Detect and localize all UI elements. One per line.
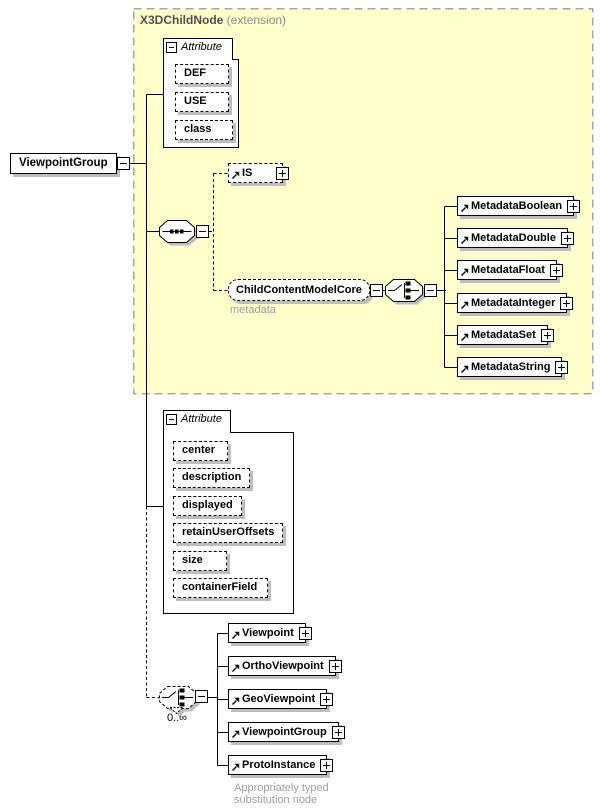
- expand-icon[interactable]: [560, 231, 574, 245]
- expand-icon[interactable]: [320, 692, 334, 706]
- reference-arrow-icon: [461, 365, 469, 373]
- reference-arrow-icon: [232, 763, 240, 771]
- expand-icon[interactable]: [555, 360, 569, 374]
- attribute-group-top-header: Attribute: [181, 41, 222, 53]
- element-label: MetadataDouble: [471, 232, 556, 244]
- attribute-item-description[interactable]: description: [173, 468, 251, 488]
- attribute-item-retainuseroffsets[interactable]: retainUserOffsets: [173, 523, 284, 543]
- element-label: ChildContentModelCore: [236, 284, 362, 296]
- element-label: MetadataInteger: [471, 297, 556, 309]
- element-label: ViewpointGroup: [242, 726, 327, 738]
- attribute-item-size[interactable]: size: [173, 551, 227, 571]
- expand-icon[interactable]: [328, 659, 342, 673]
- expand-icon[interactable]: [560, 296, 574, 310]
- attribute-item-def[interactable]: DEF: [175, 64, 229, 84]
- reference-arrow-icon: [461, 333, 469, 341]
- expand-icon[interactable]: [540, 328, 554, 342]
- choice-icon: [162, 688, 193, 707]
- element-metadatafloat[interactable]: MetadataFloat: [457, 260, 563, 280]
- expand-icon[interactable]: [320, 758, 334, 772]
- root-element-label: ViewpointGroup: [19, 157, 108, 169]
- collapse-icon[interactable]: [424, 284, 437, 297]
- element-label: GeoViewpoint: [242, 693, 316, 705]
- extension-kind: (extension): [226, 13, 287, 27]
- reference-arrow-icon: [461, 204, 469, 212]
- element-label: MetadataFloat: [471, 264, 545, 276]
- attribute-item-displayed[interactable]: displayed: [173, 496, 242, 516]
- reference-arrow-icon: [232, 664, 240, 672]
- reference-arrow-icon: [461, 301, 469, 309]
- reference-arrow-icon: [232, 631, 240, 639]
- sequence-icon: [162, 229, 192, 234]
- element-childcontentmodelcore[interactable]: ChildContentModelCore: [228, 279, 383, 301]
- substitution-note-line2: substitution node: [234, 794, 318, 806]
- collapse-icon[interactable]: [166, 414, 177, 425]
- extension-name: X3DChildNode: [140, 13, 224, 27]
- expand-icon[interactable]: [331, 725, 345, 739]
- choice-icon: [388, 281, 419, 300]
- root-element-viewpointgroup[interactable]: ViewpointGroup: [10, 153, 130, 174]
- collapse-icon[interactable]: [195, 690, 208, 703]
- element-metadataset[interactable]: MetadataSet: [457, 325, 554, 345]
- occurrence-label: 0..∞: [166, 712, 188, 724]
- repeat-chevron: [168, 707, 185, 715]
- expand-icon[interactable]: [549, 263, 563, 277]
- element-label: IS: [242, 167, 253, 179]
- collapse-icon[interactable]: [166, 42, 177, 53]
- element-label: OrthoViewpoint: [242, 660, 324, 672]
- element-viewpointgroup[interactable]: ViewpointGroup: [228, 722, 345, 742]
- element-metadatastring[interactable]: MetadataString: [457, 357, 569, 377]
- element-protoinstance[interactable]: ProtoInstance: [228, 755, 334, 775]
- reference-arrow-icon: [461, 236, 469, 244]
- substitution-note-line1: Appropriately typed: [234, 782, 329, 794]
- element-label: Viewpoint: [242, 627, 294, 639]
- element-metadataboolean[interactable]: MetadataBoolean: [457, 196, 581, 216]
- choice-connector: [385, 279, 426, 305]
- reference-arrow-icon: [232, 171, 240, 179]
- reference-arrow-icon: [461, 268, 469, 276]
- attribute-item-class[interactable]: class: [175, 120, 233, 140]
- collapse-icon[interactable]: [196, 225, 209, 238]
- reference-arrow-icon: [232, 697, 240, 705]
- element-is[interactable]: IS: [228, 163, 289, 183]
- element-metadatainteger[interactable]: MetadataInteger: [457, 293, 574, 313]
- sequence-connector: [159, 220, 198, 246]
- collapse-icon[interactable]: [116, 157, 130, 170]
- element-label: MetadataString: [471, 361, 551, 373]
- element-label: ProtoInstance: [242, 759, 316, 771]
- collapse-icon[interactable]: [369, 283, 383, 297]
- expand-icon[interactable]: [567, 199, 581, 213]
- attribute-item-use[interactable]: USE: [175, 92, 229, 112]
- ccmc-annotation: metadata: [230, 304, 276, 316]
- element-geoviewpoint[interactable]: GeoViewpoint: [228, 689, 334, 709]
- element-label: MetadataBoolean: [471, 200, 563, 212]
- attribute-item-containerfield[interactable]: containerField: [173, 578, 268, 598]
- reference-arrow-icon: [232, 730, 240, 738]
- element-orthoviewpoint[interactable]: OrthoViewpoint: [228, 656, 342, 676]
- element-label: MetadataSet: [471, 329, 536, 341]
- attribute-item-center[interactable]: center: [173, 441, 228, 461]
- element-viewpoint[interactable]: Viewpoint: [228, 623, 312, 643]
- element-metadatadouble[interactable]: MetadataDouble: [457, 228, 574, 248]
- extension-title: X3DChildNode (extension): [140, 13, 286, 27]
- expand-icon[interactable]: [298, 626, 312, 640]
- expand-icon[interactable]: [276, 166, 289, 180]
- repeat-choice-connector: [159, 686, 200, 717]
- attribute-group-bottom-header: Attribute: [181, 413, 222, 425]
